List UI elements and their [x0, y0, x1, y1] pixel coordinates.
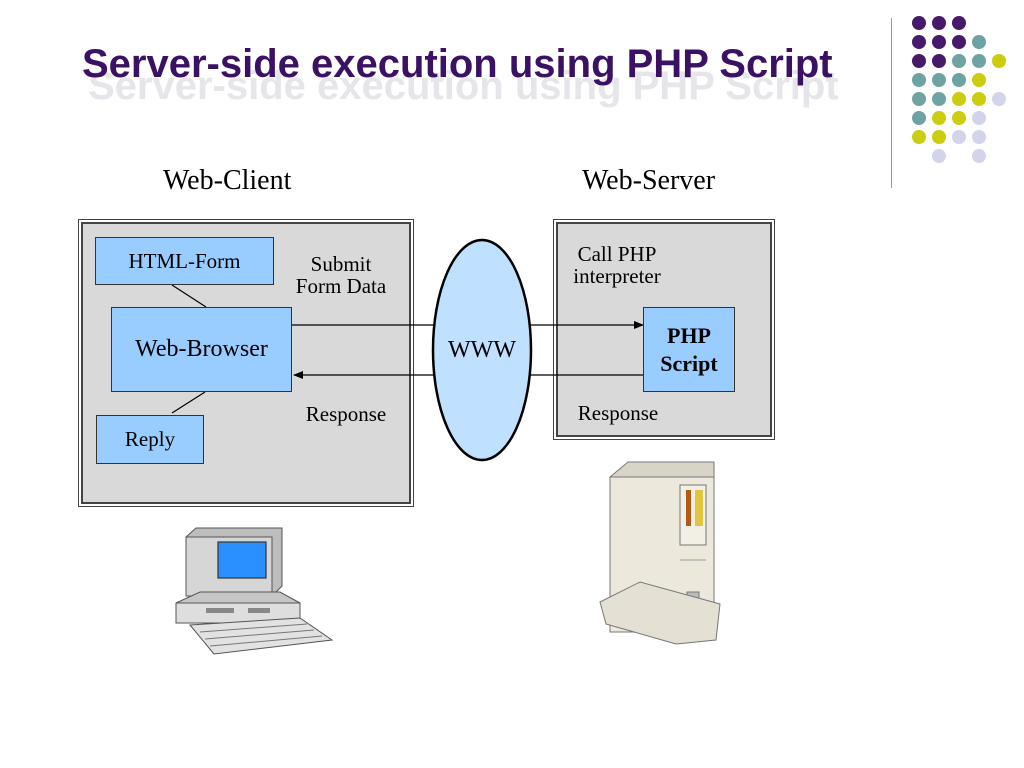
decor-dot	[952, 73, 966, 87]
decor-dot	[972, 54, 986, 68]
decor-dot	[912, 92, 926, 106]
decor-dot	[992, 54, 1006, 68]
web-server-heading: Web-Server	[582, 165, 716, 196]
decor-dot	[932, 16, 946, 30]
decor-dot	[912, 16, 926, 30]
decor-dot	[972, 130, 986, 144]
decor-dot	[932, 73, 946, 87]
decor-dot	[972, 92, 986, 106]
decor-dot	[912, 35, 926, 49]
call-label-line2: interpreter	[573, 264, 661, 289]
decor-dot	[912, 111, 926, 125]
decor-dot	[972, 111, 986, 125]
slide-title: Server-side execution using PHP Script	[82, 42, 833, 86]
reply-label: Reply	[124, 427, 176, 451]
decor-dot	[932, 35, 946, 49]
php-script-line2: Script	[660, 350, 718, 376]
web-client-heading: Web-Client	[163, 165, 292, 196]
decor-dot	[952, 92, 966, 106]
form-to-browser-line	[171, 284, 207, 308]
html-form-label: HTML-Form	[128, 248, 241, 273]
web-browser-label: Web-Browser	[135, 336, 268, 362]
html-form-box: HTML-Form	[95, 237, 274, 285]
decor-dot	[952, 35, 966, 49]
decor-dot	[932, 149, 946, 163]
decor-dot	[912, 54, 926, 68]
submit-label-line1: Submit	[310, 252, 372, 276]
decor-dot	[912, 130, 926, 144]
reply-box: Reply	[96, 415, 204, 464]
decor-dot	[932, 92, 946, 106]
decor-dot	[952, 54, 966, 68]
decor-dot	[992, 92, 1006, 106]
decor-dot	[952, 16, 966, 30]
php-script-line1: PHP	[667, 323, 711, 348]
submit-form-data-label: Submit Form Data	[282, 253, 400, 297]
submit-label-line2: Form Data	[295, 274, 387, 299]
decor-vertical-rule	[891, 18, 892, 188]
slide-title-shadow: Server-side execution using PHP Script	[88, 64, 839, 108]
browser-to-reply-line	[171, 391, 206, 414]
decor-dot	[972, 149, 986, 163]
decor-dot	[952, 111, 966, 125]
decor-dot	[912, 73, 926, 87]
php-script-box: PHP Script	[643, 307, 735, 392]
response-server-label: Response	[577, 401, 659, 425]
decor-dot	[972, 35, 986, 49]
response-client-label: Response	[305, 402, 387, 426]
web-browser-box: Web-Browser	[111, 307, 292, 392]
call-label-line1: Call PHP	[577, 242, 657, 266]
decor-dot	[972, 73, 986, 87]
decor-dot	[932, 111, 946, 125]
call-php-interpreter-label: Call PHP interpreter	[558, 243, 676, 287]
www-label: WWW	[448, 337, 516, 363]
decor-dot	[952, 130, 966, 144]
slide-title-group: Server-side execution using PHP Script S…	[82, 40, 839, 108]
decor-dot	[932, 54, 946, 68]
decor-dot	[932, 130, 946, 144]
